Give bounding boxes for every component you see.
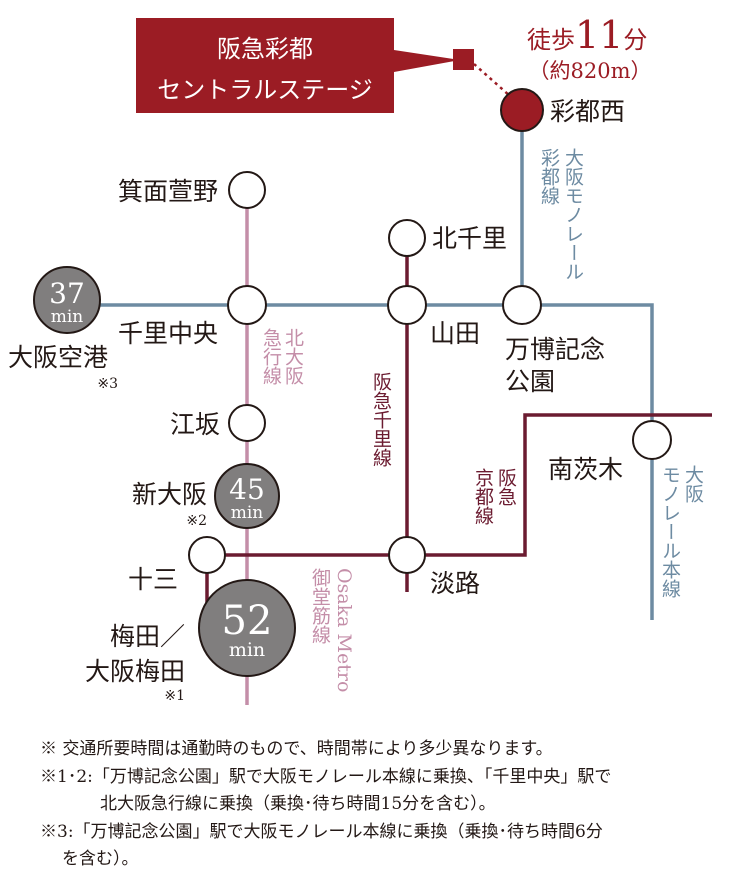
- mark-shin-osaka: ※2: [186, 513, 207, 529]
- mark-airport: ※3: [97, 376, 118, 392]
- notes: ※ 交通所要時間は通勤時のもので、時間帯により多少異なります。 ※1･2:「万博…: [40, 736, 611, 874]
- walk-path: [473, 63, 511, 97]
- line-label-hankyu-kyoto-1: 阪急: [495, 468, 517, 506]
- label-yamada: 山田: [430, 319, 480, 348]
- station-minami-ibaraki: [632, 420, 672, 460]
- station-esaka: [228, 404, 266, 442]
- label-juso: 十三: [128, 565, 178, 594]
- line-label-osaka-metro: Osaka Metro: [333, 568, 355, 692]
- destination-marker: [453, 49, 474, 70]
- time-circle-umeda: [198, 579, 296, 677]
- label-banpaku-1: 万博記念: [505, 335, 605, 364]
- note-1-2-cont: 北大阪急行線に乗換（乗換･待ち時間15分を含む）。: [100, 794, 496, 814]
- station-banpaku: [502, 285, 542, 325]
- note-general: ※ 交通所要時間は通勤時のもので、時間帯により多少異なります。: [40, 739, 553, 759]
- note-3-cont: を含む）。: [62, 849, 139, 869]
- note-3: ※3:「万博記念公園」駅で大阪モノレール本線に乗換（乗換･待ち時間6分: [40, 821, 603, 842]
- label-umeda-2: 大阪梅田: [85, 657, 185, 686]
- monorail-main-line: [100, 303, 654, 620]
- label-senri-chuo: 千里中央: [118, 319, 218, 348]
- station-minoh-kayano: [228, 171, 266, 209]
- mark-umeda: ※1: [164, 688, 185, 704]
- line-label-midosuji: 御堂筋線: [309, 568, 331, 644]
- label-saito-nishi: 彩都西: [550, 97, 625, 126]
- walk-distance: （約820m）: [529, 59, 652, 83]
- shin-osaka-minutes: 45: [229, 473, 265, 506]
- umeda-minutes: 52: [222, 598, 273, 644]
- station-saito-nishi: [500, 88, 544, 132]
- airport-min-unit: min: [51, 307, 84, 327]
- label-umeda-1: 梅田／: [110, 622, 185, 651]
- umeda-min-unit: min: [229, 639, 265, 661]
- line-label-monorail-saito-1: 大阪モノレール: [562, 148, 584, 281]
- destination-callout: [136, 18, 460, 113]
- label-minami-ibaraki: 南茨木: [548, 455, 623, 484]
- line-label-monorail-main-2: モノレール本線: [659, 465, 681, 598]
- label-shin-osaka: 新大阪: [132, 480, 207, 509]
- label-awaji: 淡路: [430, 569, 480, 598]
- station-senri-chuo: [227, 285, 267, 325]
- destination-name-1: 阪急彩都: [217, 35, 313, 63]
- line-label-monorail-saito-2: 彩都線: [538, 148, 560, 205]
- label-osaka-airport: 大阪空港: [8, 343, 108, 372]
- station-kita-senri: [388, 219, 426, 257]
- destination-name-2: セントラルステージ: [157, 76, 373, 104]
- label-kita-senri: 北千里: [432, 224, 507, 253]
- station-yamada: [387, 285, 427, 325]
- station-awaji: [388, 536, 426, 574]
- station-juso: [188, 536, 226, 574]
- time-circle-airport: [33, 266, 101, 334]
- walk-time: 徒歩11分: [527, 13, 647, 57]
- note-1-2: ※1･2:「万博記念公園」駅で大阪モノレール本線に乗換、「千里中央」駅で: [40, 766, 612, 787]
- shin-osaka-min-unit: min: [231, 503, 264, 523]
- airport-minutes: 37: [49, 277, 85, 310]
- line-label-kita-osaka-2: 急行線: [260, 328, 282, 385]
- line-label-hankyu-kyoto-2: 京都線: [472, 468, 494, 525]
- line-label-monorail-main-1: 大阪: [682, 465, 704, 503]
- line-label-hankyu-senri: 阪急千里線: [370, 372, 392, 467]
- time-circle-shin-osaka: [214, 463, 280, 529]
- label-minoh-kayano: 箕面萱野: [118, 177, 218, 206]
- label-banpaku-2: 公園: [505, 367, 555, 396]
- line-label-kita-osaka-1: 北大阪: [282, 328, 304, 385]
- hankyu-kyoto-line: [212, 413, 712, 557]
- label-esaka: 江坂: [170, 410, 220, 439]
